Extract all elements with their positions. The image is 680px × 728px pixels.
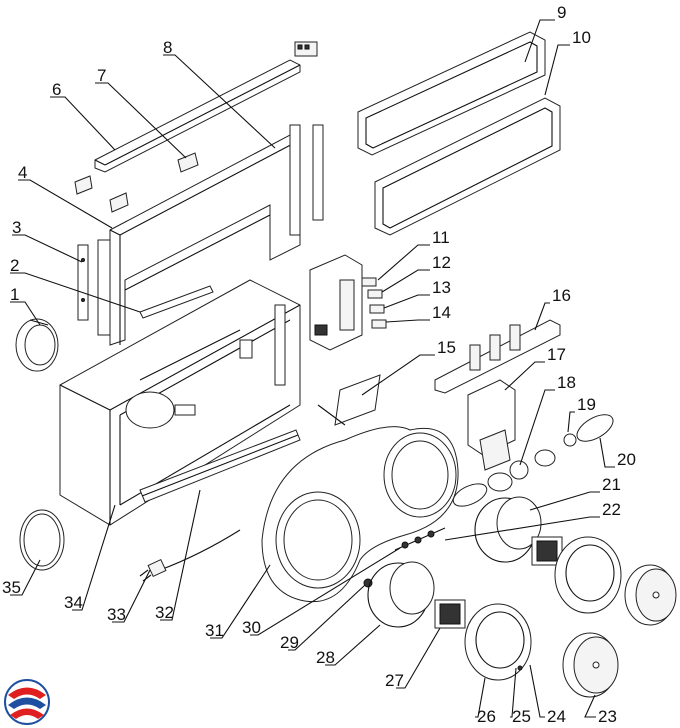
- label-24: 24: [547, 707, 566, 726]
- label-12: 12: [432, 253, 451, 272]
- label-23: 23: [598, 707, 617, 726]
- part-number-labels: 1 2 3 4 5 6 7 8 9 10 11 12 13 14 15 16 1…: [2, 3, 636, 726]
- part-6-top-strip: [94, 59, 301, 173]
- part-35-ring-gasket: [19, 509, 65, 571]
- label-16: 16: [552, 286, 571, 305]
- label-32: 32: [155, 603, 174, 622]
- label-27: 27: [385, 671, 404, 690]
- label-15: 15: [437, 338, 456, 357]
- part-1-outlet-collar: [15, 318, 59, 372]
- part-34-hood-body: [59, 279, 301, 526]
- label-35: 35: [2, 578, 21, 597]
- label-28: 28: [316, 648, 335, 667]
- part-15-plate: [317, 374, 381, 426]
- part-18-lamp-socket: [487, 449, 556, 492]
- part-17-junction-box: [467, 379, 516, 471]
- part-33-power-cord: [139, 529, 241, 582]
- part-20-lamp-cover: [576, 414, 614, 442]
- label-19: 19: [577, 395, 596, 414]
- label-33: 33: [107, 605, 126, 624]
- part-31-fan-housing: [261, 426, 459, 603]
- label-8: 8: [163, 38, 172, 57]
- part-32-front-panel-strip: [139, 429, 301, 503]
- label-18: 18: [557, 373, 576, 392]
- label-21: 21: [602, 475, 621, 494]
- label-13: 13: [432, 278, 451, 297]
- part-23-motor-cover: [562, 564, 677, 698]
- part-10-grease-filter: [374, 97, 561, 236]
- part-28-impeller: [367, 561, 435, 628]
- label-6: 6: [52, 80, 61, 99]
- part-30-wiring-parts: [363, 527, 446, 588]
- part-19-bulb: [563, 433, 577, 447]
- label-22: 22: [602, 500, 621, 519]
- label-29: 29: [280, 633, 299, 652]
- part-4-back-frame: [97, 124, 324, 346]
- part-motor-plate-right: [554, 536, 622, 614]
- part-9-grease-filter: [357, 31, 546, 156]
- label-10: 10: [572, 28, 591, 47]
- part-2-strip: [139, 285, 214, 319]
- label-26: 26: [477, 707, 496, 726]
- part-27-motor: [434, 599, 466, 629]
- part-lamp-lens: [452, 483, 488, 507]
- leader-lines: [10, 19, 615, 718]
- label-31: 31: [205, 621, 224, 640]
- part-3-side-bracket: [77, 244, 89, 321]
- label-7: 7: [97, 66, 106, 85]
- part-16-lamp-rail: [434, 319, 561, 394]
- part-7-clip: [74, 152, 199, 213]
- label-11: 11: [432, 228, 450, 247]
- label-34: 34: [64, 593, 83, 612]
- label-4: 4: [18, 163, 27, 182]
- part-26-motor-plate: [464, 603, 532, 681]
- label-25: 25: [512, 707, 531, 726]
- label-3: 3: [12, 218, 21, 237]
- label-20: 20: [617, 450, 636, 469]
- part-8-connector-block: [294, 41, 318, 57]
- part-11-control-plate: [309, 254, 387, 351]
- label-2: 2: [10, 256, 19, 275]
- label-9: 9: [557, 3, 566, 22]
- label-17: 17: [547, 345, 566, 364]
- label-1: 1: [10, 285, 19, 304]
- label-14: 14: [432, 303, 451, 322]
- brand-logo: [4, 679, 50, 725]
- label-30: 30: [242, 618, 261, 637]
